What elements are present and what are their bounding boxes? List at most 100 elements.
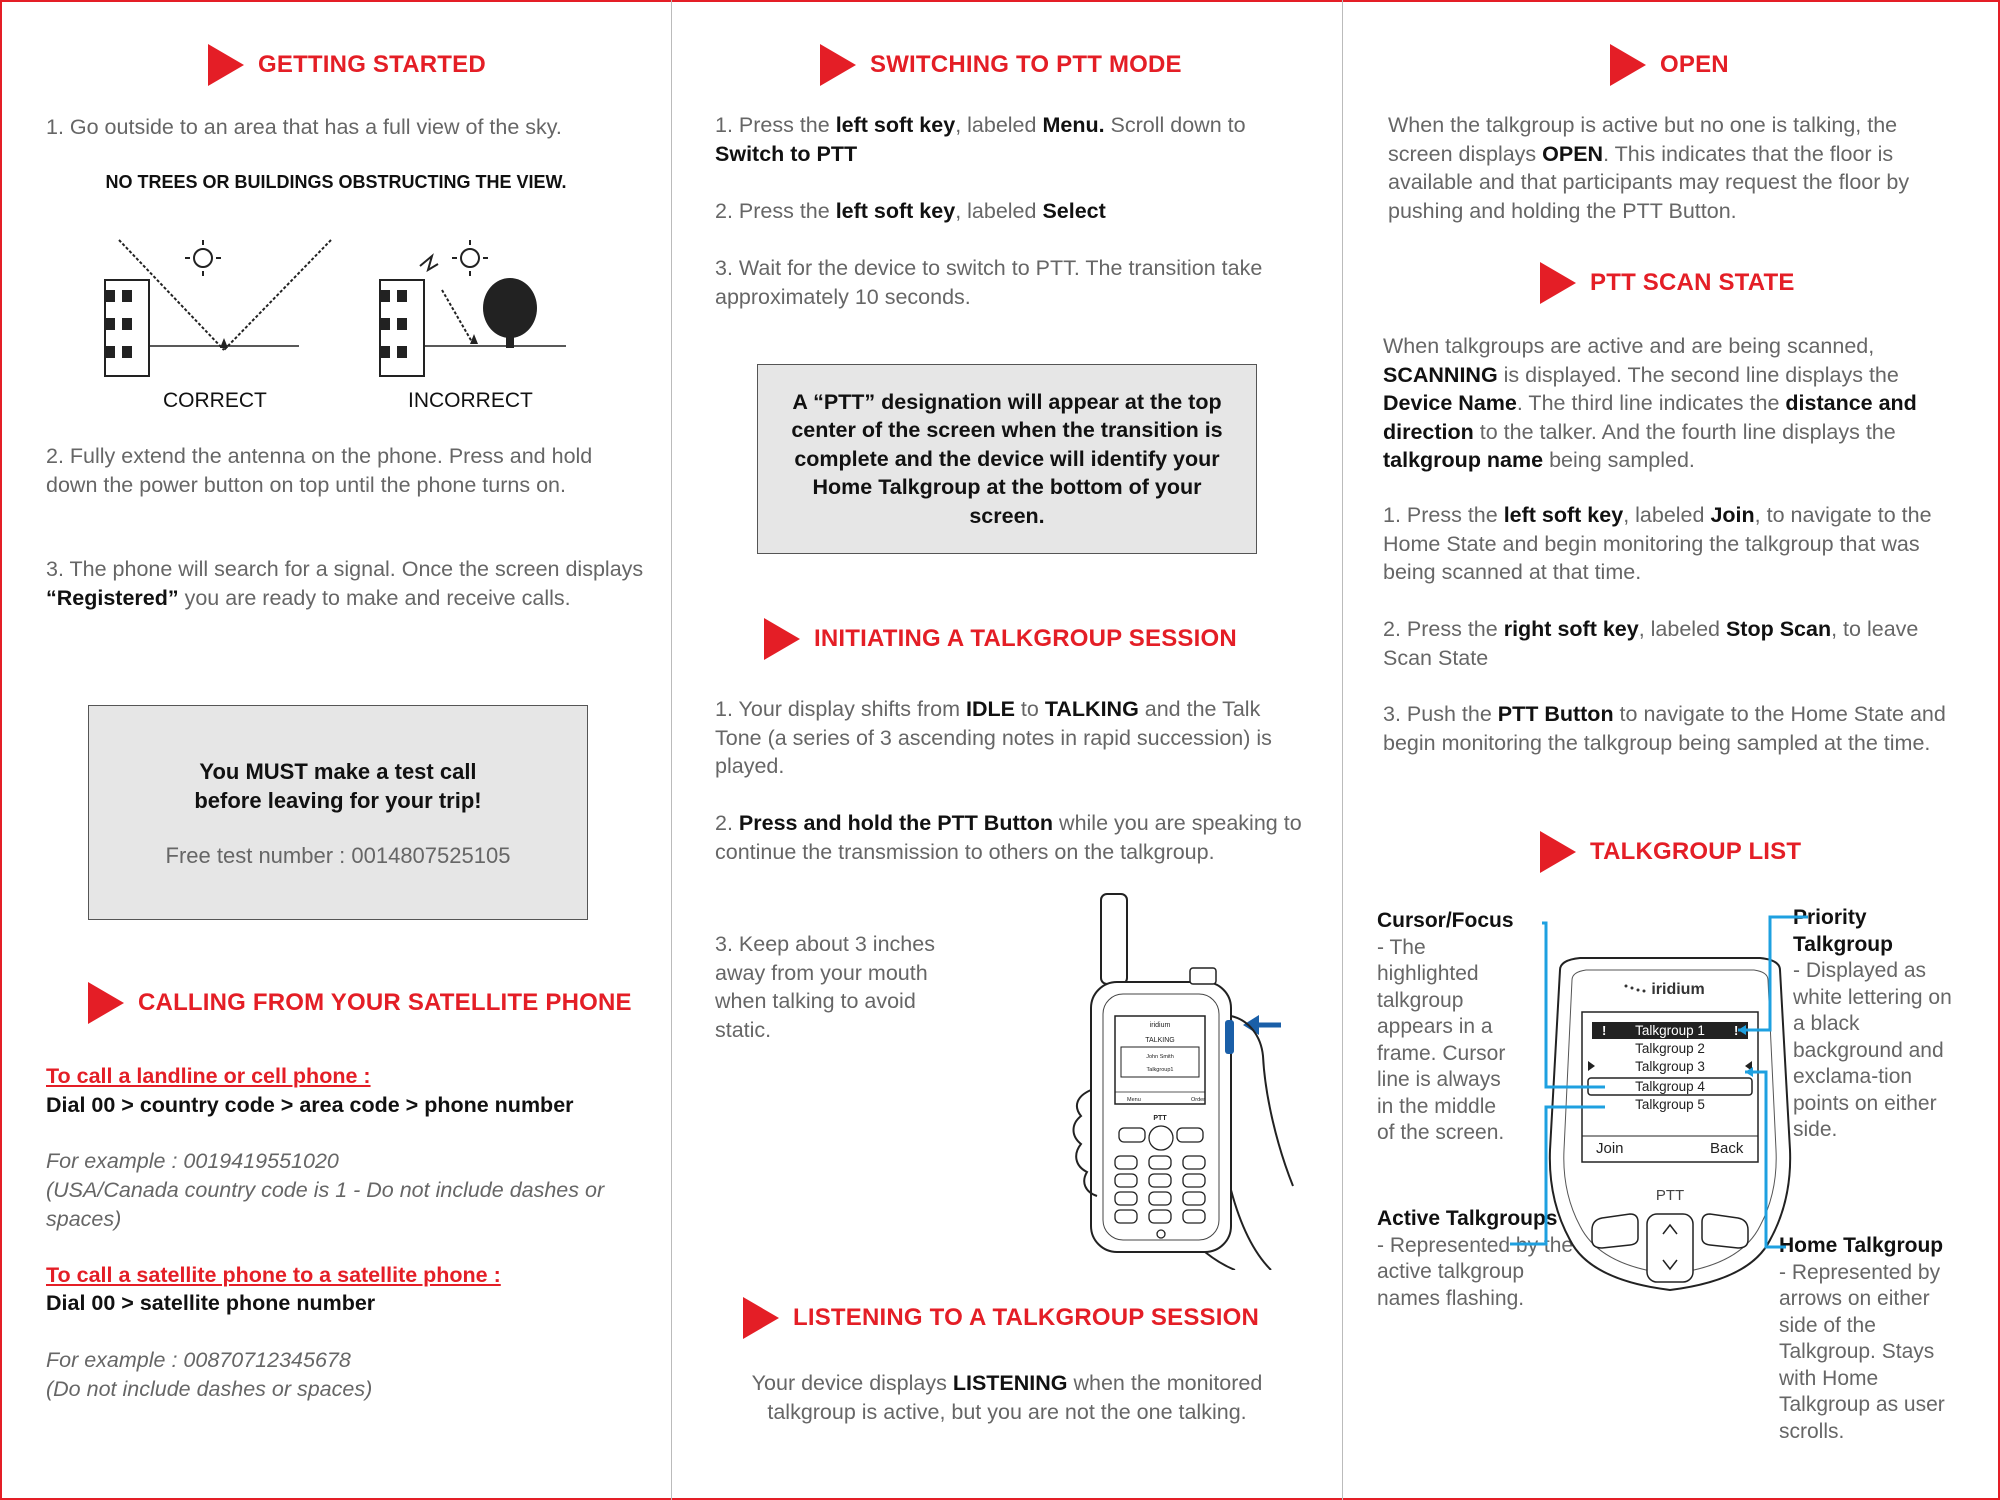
heading-text: TALKGROUP LIST (1590, 838, 1802, 865)
test-call-number: Free test number : 0014807525105 (165, 842, 511, 868)
initiate-step-2: 2. Press and hold the PTT Button while y… (715, 811, 1302, 864)
phone-left-key: Menu (1127, 1097, 1141, 1103)
left-softkey-button (1591, 1213, 1639, 1249)
phone-name: John Smith (1146, 1054, 1174, 1060)
phone-brand: iridium (1651, 981, 1704, 998)
correct-label: CORRECT (163, 389, 267, 412)
heading-text: SWITCHING TO PTT MODE (870, 51, 1182, 78)
phone-status: TALKING (1145, 1037, 1174, 1044)
satellite-heading: To call a satellite phone to a satellite… (46, 1263, 501, 1287)
initiating-heading: INITIATING A TALKGROUP SESSION (764, 618, 1237, 660)
open-heading: OPEN (1610, 44, 1729, 86)
phone-right-key: Order (1191, 1097, 1205, 1103)
ptt-button-highlight (1225, 1020, 1234, 1054)
active-callout-line (1510, 1105, 1605, 1246)
incorrect-diagram (379, 240, 566, 377)
right-softkey-button (1701, 1213, 1749, 1249)
talkgroup-item: Talkgroup 5 (1635, 1097, 1705, 1112)
switch-step-1: 1. Press the left soft key, labeled Menu… (715, 113, 1246, 166)
nav-key (1646, 1213, 1694, 1283)
landline-heading: To call a landline or cell phone : (46, 1064, 371, 1088)
triangle-bullet-icon (1540, 262, 1576, 304)
triangle-bullet-icon (1540, 831, 1576, 873)
open-text: When the talkgroup is active but no one … (1388, 113, 1910, 223)
callout-lines (1510, 915, 1808, 1249)
correct-diagram (104, 239, 332, 377)
step-3-text: 3. The phone will search for a signal. O… (46, 557, 644, 610)
talkgroup-list-heading: TALKGROUP LIST (1540, 831, 1801, 873)
back-softkey-label: Back (1710, 1140, 1744, 1157)
triangle-bullet-icon (208, 44, 244, 86)
switch-step-2: 2. Press the left soft key, labeled Sele… (715, 199, 1106, 223)
scan-description: When talkgroups are active and are being… (1383, 334, 1917, 472)
talkgroup-item: Talkgroup 1 (1635, 1023, 1705, 1038)
landline-note: (USA/Canada country code is 1 - Do not i… (46, 1178, 605, 1231)
svg-text:!: ! (1734, 1023, 1738, 1038)
initiate-step-1: 1. Your display shifts from IDLE to TALK… (715, 697, 1272, 778)
triangle-bullet-icon (88, 982, 124, 1024)
down-arrow-icon (1662, 1259, 1678, 1271)
talkgroup-list-phone: iridium ! ! Talkgroup 1 Talkgroup 2 Talk… (1548, 957, 1792, 1292)
satellite-note: (Do not include dashes or spaces) (46, 1377, 373, 1401)
priority-talkgroup-row (1592, 1022, 1748, 1039)
heading-text: OPEN (1660, 51, 1729, 78)
ptt-label: PTT (1656, 1187, 1684, 1204)
ptt-note-text: A “PTT” designation will appear at the t… (791, 389, 1223, 528)
sky-view-diagram (104, 239, 566, 377)
talkgroup-item: Talkgroup 2 (1635, 1041, 1705, 1056)
phone-in-hand-illustration: iridium TALKING John Smith Talkgroup1 Me… (1072, 893, 1294, 1270)
listening-heading: LISTENING TO A TALKGROUP SESSION (743, 1297, 1259, 1339)
phone-group: Talkgroup1 (1147, 1067, 1174, 1073)
phone-ptt-label: PTT (1153, 1115, 1167, 1122)
getting-started-heading: GETTING STARTED (208, 44, 486, 86)
triangle-bullet-icon (764, 618, 800, 660)
test-call-box: You MUST make a test call before leaving… (88, 705, 588, 920)
home-callout-line (1745, 1070, 1786, 1249)
home-arrow-right-icon (1745, 1061, 1752, 1071)
satellite-example: For example : 00870712345678 (46, 1348, 351, 1372)
priority-callout-line (1738, 915, 1808, 1032)
talkgroup-item: Talkgroup 4 (1635, 1079, 1705, 1094)
warning-text: NO TREES OR BUILDINGS OBSTRUCTING THE VI… (105, 172, 567, 192)
test-call-line-2: before leaving for your trip! (194, 787, 482, 813)
home-talkgroup-callout: Home Talkgroup- Represented by arrows on… (1779, 1234, 1945, 1443)
priority-talkgroup-callout: Priority Talkgroup- Displayed as white l… (1793, 906, 1952, 1141)
heading-text: PTT SCAN STATE (1590, 269, 1795, 296)
satellite-dial: Dial 00 > satellite phone number (46, 1291, 376, 1315)
home-arrow-left-icon (1588, 1061, 1595, 1071)
join-softkey-label: Join (1596, 1140, 1624, 1157)
heading-text: INITIATING A TALKGROUP SESSION (814, 625, 1237, 652)
talkgroup-item: Talkgroup 3 (1635, 1059, 1705, 1074)
triangle-bullet-icon (1610, 44, 1646, 86)
cursor-focus-callout: Cursor/Focus- The highlighted talkgroup … (1377, 909, 1514, 1144)
cursor-callout-line (1542, 921, 1605, 1089)
phone-brand: iridium (1150, 1022, 1171, 1029)
listening-text: Your device displays LISTENING when the … (751, 1371, 1263, 1424)
arrow-left-icon (1243, 1015, 1259, 1035)
active-talkgroups-callout: Active Talkgroups- Represented by the ac… (1377, 1207, 1574, 1310)
scan-step-3: 3. Push the PTT Button to navigate to th… (1383, 702, 1946, 755)
heading-text: CALLING FROM YOUR SATELLITE PHONE (138, 989, 632, 1016)
ptt-note-box: A “PTT” designation will appear at the t… (757, 364, 1257, 554)
switch-step-3: 3. Wait for the device to switch to PTT.… (715, 256, 1263, 309)
triangle-bullet-icon (820, 44, 856, 86)
calling-heading: CALLING FROM YOUR SATELLITE PHONE (88, 982, 632, 1024)
incorrect-label: INCORRECT (408, 389, 533, 412)
scan-step-1: 1. Press the left soft key, labeled Join… (1383, 503, 1932, 584)
step-2-text: 2. Fully extend the antenna on the phone… (46, 444, 593, 497)
up-arrow-icon (1662, 1223, 1678, 1235)
initiate-step-3: 3. Keep about 3 inches away from your mo… (715, 932, 935, 1042)
heading-text: LISTENING TO A TALKGROUP SESSION (793, 1304, 1259, 1331)
heading-text: GETTING STARTED (258, 51, 486, 78)
column-divider (1342, 0, 1343, 1500)
triangle-bullet-icon (743, 1297, 779, 1339)
scan-heading: PTT SCAN STATE (1540, 262, 1795, 304)
landline-example: For example : 0019419551020 (46, 1149, 339, 1173)
landline-dial: Dial 00 > country code > area code > pho… (46, 1093, 574, 1117)
step-1-text: 1. Go outside to an area that has a full… (46, 115, 562, 139)
test-call-line-1: You MUST make a test call (199, 758, 477, 784)
switching-heading: SWITCHING TO PTT MODE (820, 44, 1182, 86)
column-divider (671, 0, 672, 1500)
scan-step-2: 2. Press the right soft key, labeled Sto… (1383, 617, 1919, 670)
